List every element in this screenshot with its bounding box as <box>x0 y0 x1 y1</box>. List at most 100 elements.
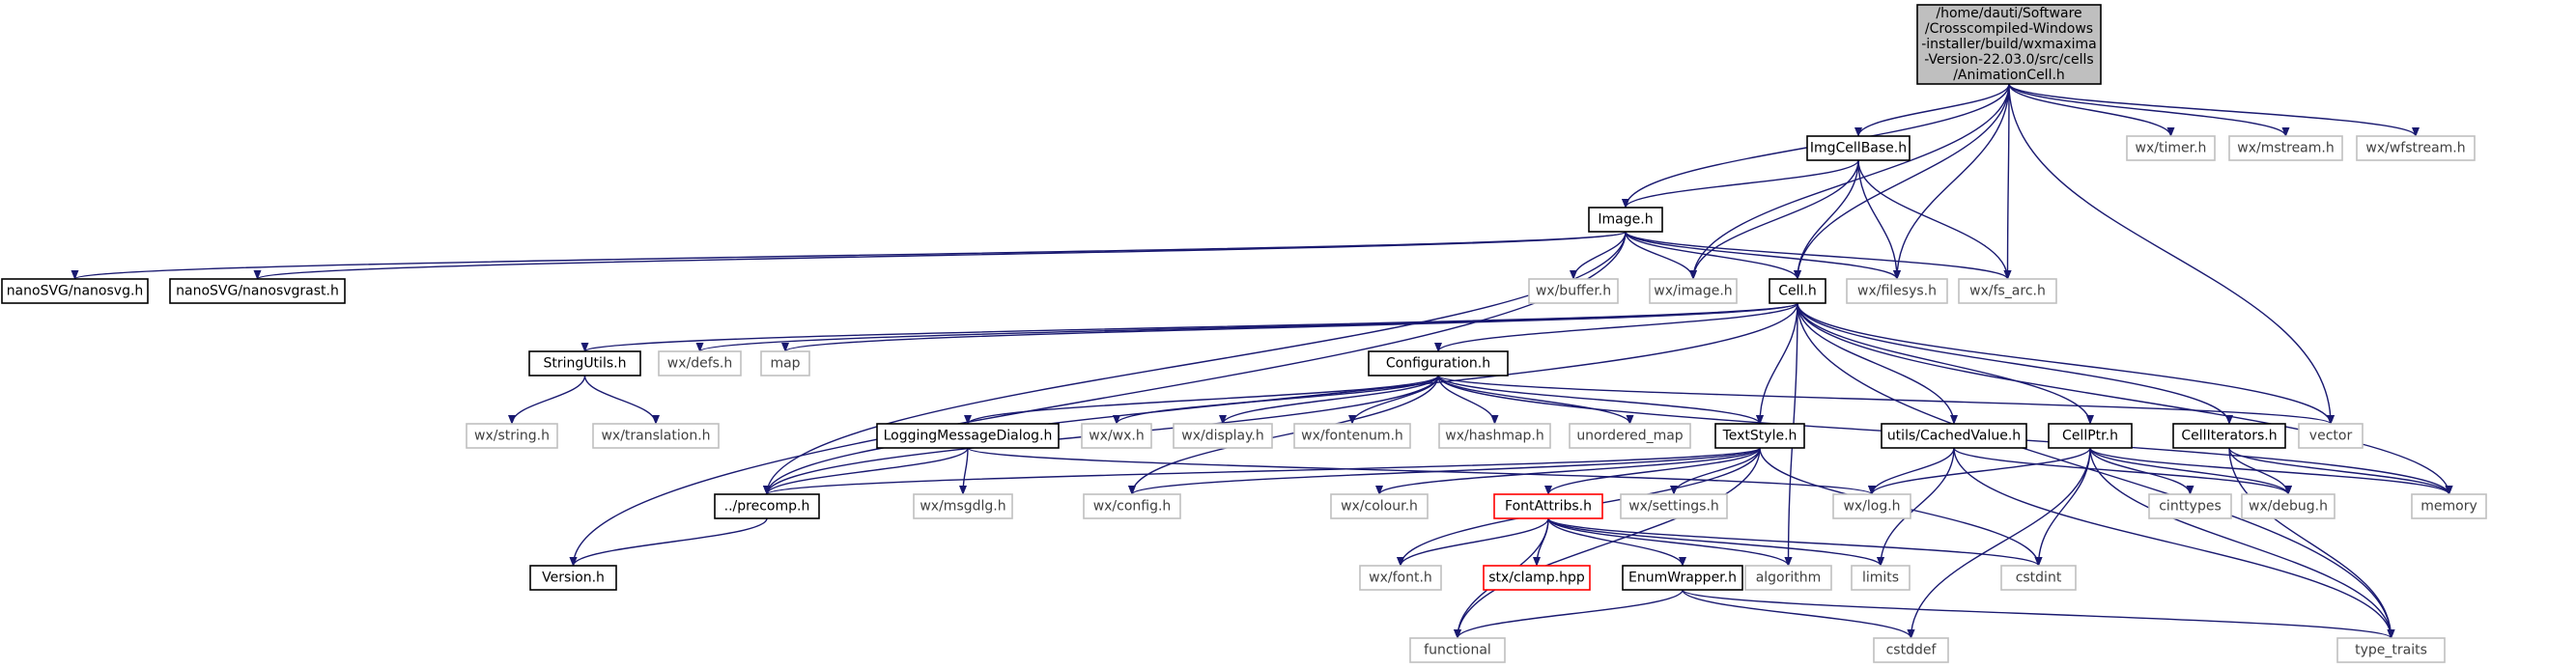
node-wxfontenum[interactable]: wx/fontenum.h <box>1293 423 1411 449</box>
node-cell[interactable]: Cell.h <box>1769 278 1826 304</box>
node-wxwfstream[interactable]: wx/wfstream.h <box>2356 135 2476 161</box>
node-label: wx/filesys.h <box>1857 284 1937 299</box>
node-label: /home/dauti/Software <box>1936 6 2081 21</box>
node-label: vector <box>2309 429 2353 444</box>
edge-root-to-wxfsarc <box>2003 83 2012 280</box>
node-wxdefs[interactable]: wx/defs.h <box>658 350 742 376</box>
node-label: wx/wx.h <box>1089 429 1145 444</box>
node-box <box>1846 278 1948 304</box>
edge-configuration-to-wxwx <box>1113 375 1439 425</box>
edge-root-to-vector <box>2008 83 2335 425</box>
node-box <box>528 350 641 376</box>
node-wxfsarc[interactable]: wx/fs_arc.h <box>1958 278 2057 304</box>
edge-configuration-to-textstyle <box>1437 375 1764 425</box>
edge-root-to-wxwfstream <box>2008 83 2420 137</box>
node-root[interactable]: /home/dauti/Software/Crosscompiled-Windo… <box>1916 4 2102 85</box>
edge-celliterators-to-memory <box>2228 447 2453 495</box>
node-version[interactable]: Version.h <box>529 565 617 591</box>
node-label: cinttypes <box>2159 499 2222 515</box>
node-wxconfig[interactable]: wx/config.h <box>1083 493 1181 519</box>
node-type_traits[interactable]: type_traits <box>2336 637 2446 663</box>
node-unordered_map[interactable]: unordered_map <box>1569 423 1691 449</box>
node-wxwx[interactable]: wx/wx.h <box>1081 423 1152 449</box>
node-box <box>876 423 1060 449</box>
node-cinttypes[interactable]: cinttypes <box>2148 493 2232 519</box>
node-box <box>2000 565 2077 591</box>
node-wxlog[interactable]: wx/log.h <box>1832 493 1911 519</box>
edge-root-to-wximage <box>1689 83 2010 280</box>
node-label: wx/log.h <box>1843 499 1900 515</box>
edge-logging-to-wxmsgdlg <box>959 447 969 495</box>
node-box <box>1 278 149 304</box>
node-cachedvalue[interactable]: utils/CachedValue.h <box>1881 423 2027 449</box>
edge-celliterators-to-type_traits <box>2228 447 2395 639</box>
node-algorithm[interactable]: algorithm <box>1744 565 1832 591</box>
node-wxstring[interactable]: wx/string.h <box>466 423 558 449</box>
node-map[interactable]: map <box>760 350 810 376</box>
node-box <box>1744 565 1832 591</box>
edge-cell-to-cachedvalue <box>1797 302 1958 425</box>
node-fontattribs[interactable]: FontAttribs.h <box>1493 493 1603 519</box>
node-wxdisplay[interactable]: wx/display.h <box>1173 423 1273 449</box>
node-imgcellbase[interactable]: ImgCellBase.h <box>1806 135 1911 161</box>
node-stringutils[interactable]: StringUtils.h <box>528 350 641 376</box>
node-configuration[interactable]: Configuration.h <box>1368 350 1509 376</box>
node-wxmsgdlg[interactable]: wx/msgdlg.h <box>913 493 1013 519</box>
node-wxmstream[interactable]: wx/mstream.h <box>2228 135 2343 161</box>
node-box <box>1916 4 2102 85</box>
node-wxsettings[interactable]: wx/settings.h <box>1620 493 1728 519</box>
node-label: FontAttribs.h <box>1505 499 1592 515</box>
edge-cell-to-memory <box>1797 302 2453 495</box>
node-celliterators[interactable]: CellIterators.h <box>2172 423 2286 449</box>
node-nanosvgrast[interactable]: nanoSVG/nanosvgrast.h <box>169 278 346 304</box>
node-cstdint[interactable]: cstdint <box>2000 565 2077 591</box>
node-wxdebug[interactable]: wx/debug.h <box>2241 493 2335 519</box>
edge-root-to-wxtimer <box>2008 83 2175 137</box>
node-box <box>1958 278 2057 304</box>
node-functional[interactable]: functional <box>1409 637 1506 663</box>
node-label: wx/timer.h <box>2136 141 2207 156</box>
node-box <box>592 423 720 449</box>
node-box <box>1649 278 1738 304</box>
node-wxbuffer[interactable]: wx/buffer.h <box>1528 278 1619 304</box>
node-wxfilesys[interactable]: wx/filesys.h <box>1846 278 1948 304</box>
edge-fontattribs-to-limits <box>1547 517 1884 567</box>
node-box <box>1714 423 1805 449</box>
node-enumwrapper[interactable]: EnumWrapper.h <box>1622 565 1743 591</box>
node-wxtimer[interactable]: wx/timer.h <box>2126 135 2216 161</box>
node-wxtranslation[interactable]: wx/translation.h <box>592 423 720 449</box>
node-label: wx/colour.h <box>1341 499 1418 515</box>
node-label: Image.h <box>1598 212 1653 228</box>
node-image[interactable]: Image.h <box>1588 207 1663 233</box>
node-box <box>1528 278 1619 304</box>
node-stxclamp[interactable]: stx/clamp.hpp <box>1483 565 1591 591</box>
node-label: CellIterators.h <box>2181 429 2277 444</box>
node-label: TextStyle.h <box>1722 429 1798 444</box>
node-wxfont[interactable]: wx/font.h <box>1359 565 1442 591</box>
node-limits[interactable]: limits <box>1851 565 1911 591</box>
node-cellptr[interactable]: CellPtr.h <box>2048 423 2133 449</box>
node-label: wx/msgdlg.h <box>920 499 1005 515</box>
node-label: wx/translation.h <box>601 429 710 444</box>
node-logging[interactable]: LoggingMessageDialog.h <box>876 423 1060 449</box>
node-memory[interactable]: memory <box>2411 493 2487 519</box>
node-wximage[interactable]: wx/image.h <box>1649 278 1738 304</box>
edge-image-to-wximage <box>1625 231 1697 280</box>
node-cstddef[interactable]: cstddef <box>1873 637 1949 663</box>
edge-imgcellbase-to-wximage <box>1689 159 1859 280</box>
edge-configuration-to-wxfontenum <box>1348 375 1439 425</box>
node-label: limits <box>1862 571 1899 586</box>
node-vector[interactable]: vector <box>2298 423 2364 449</box>
node-precomp[interactable]: ../precomp.h <box>714 493 820 519</box>
node-textstyle[interactable]: TextStyle.h <box>1714 423 1805 449</box>
edge-root-to-wxfilesys <box>1893 83 2010 280</box>
node-label: CellPtr.h <box>2062 429 2118 444</box>
edge-precomp-to-version <box>569 517 768 567</box>
node-label: -installer/build/wxmaxima <box>1921 37 2097 52</box>
edge-cellptr-to-type_traits <box>2089 447 2395 639</box>
node-wxcolour[interactable]: wx/colour.h <box>1330 493 1429 519</box>
node-box <box>2126 135 2216 161</box>
node-nanosvg[interactable]: nanoSVG/nanosvg.h <box>1 278 149 304</box>
node-box <box>2172 423 2286 449</box>
node-wxhashmap[interactable]: wx/hashmap.h <box>1438 423 1551 449</box>
